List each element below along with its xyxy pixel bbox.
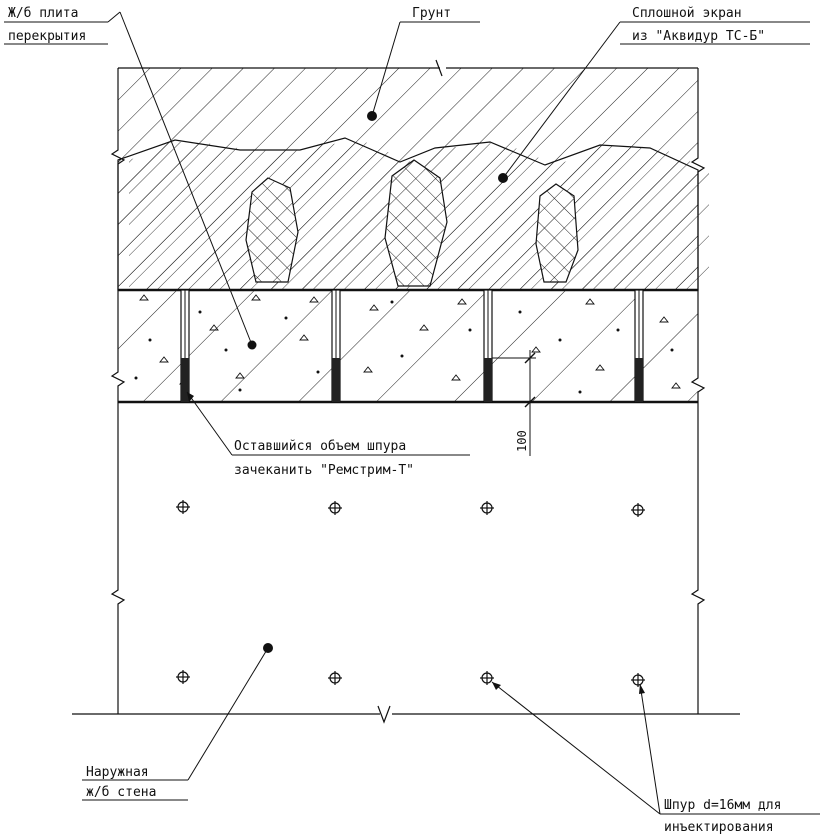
callout-screen: Сплошной экран из "Аквидур ТС-Б" — [498, 6, 810, 183]
label-screen-line2: из "Аквидур ТС-Б" — [632, 29, 765, 44]
injection-port-icon — [328, 501, 342, 515]
label-hole-line2: инъектирования — [664, 820, 774, 835]
gel-bulb — [384, 159, 448, 287]
dimension-100: 100 — [492, 350, 536, 456]
label-hole-line1: Шпур d=16мм для — [664, 798, 781, 813]
label-slab-line1: Ж/б плита — [8, 6, 78, 21]
label-wall-line2: ж/б стена — [86, 785, 156, 800]
concrete-slab — [110, 288, 706, 404]
label-screen-line1: Сплошной экран — [632, 6, 742, 21]
exterior-wall — [72, 402, 740, 724]
callout-remainder: Оставшийся объем шпура зачеканить "Ремст… — [186, 391, 470, 478]
label-remainder-line2: зачеканить "Ремстрим-Т" — [234, 463, 414, 478]
drill-hole — [634, 289, 644, 403]
label-wall-line1: Наружная — [86, 765, 149, 780]
injection-port-icon — [631, 673, 645, 687]
drill-hole — [483, 289, 493, 403]
callout-injection-hole: Шпур d=16мм для инъектирования — [491, 681, 820, 835]
label-remainder-line1: Оставшийся объем шпура — [234, 439, 406, 454]
injection-port-icon — [176, 670, 190, 684]
label-slab-line2: перекрытия — [8, 29, 86, 44]
injection-port-icon — [328, 671, 342, 685]
injection-port-icon — [480, 501, 494, 515]
callout-wall: Наружная ж/б стена — [82, 643, 273, 801]
injection-port-icon — [480, 671, 494, 685]
injection-port-icon — [176, 500, 190, 514]
gel-bulb — [245, 177, 299, 283]
injection-port-icon — [631, 503, 645, 517]
drill-hole — [180, 289, 190, 403]
label-soil: Грунт — [412, 6, 451, 21]
gel-bulb — [535, 183, 579, 283]
callout-slab: Ж/б плита перекрытия — [4, 6, 257, 350]
drill-hole — [331, 289, 341, 403]
callout-soil: Грунт — [367, 6, 480, 121]
dimension-value: 100 — [515, 430, 529, 452]
